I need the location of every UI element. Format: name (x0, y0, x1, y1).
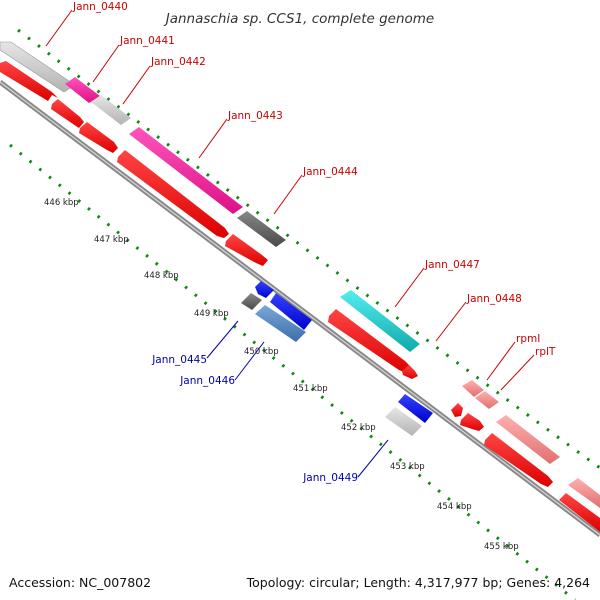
gene-label-jann-0441[interactable]: Jann_0441 (119, 35, 175, 47)
kbp-tick-449: 449 kbp (194, 309, 229, 319)
gene-block-jann-0443[interactable] (129, 127, 243, 214)
cds-arrow-3[interactable] (79, 122, 118, 153)
kbp-tick-447: 447 kbp (94, 235, 129, 245)
gene-block-rplt[interactable] (475, 391, 499, 409)
gene-label-jann-0449[interactable]: Jann_0449 (302, 472, 358, 484)
kbp-tick-452: 452 kbp (341, 423, 376, 433)
accession-text: Accession: NC_007802 (9, 575, 151, 590)
cds-arrow-6[interactable] (328, 309, 411, 373)
gene-block-jann-0449[interactable] (385, 407, 422, 436)
cds-arrow-4[interactable] (117, 150, 229, 238)
cds-arrow-5[interactable] (225, 234, 268, 266)
cds-arrow-1[interactable] (0, 61, 58, 101)
gene-block-cds-salmon-2[interactable] (568, 478, 600, 508)
outer-dotted-ruler (17, 28, 600, 470)
cds-arrow-9[interactable] (460, 413, 484, 431)
cds-arrow-11[interactable] (559, 493, 600, 532)
gene-block-jann-0444[interactable] (237, 211, 286, 247)
topology-text: Topology: circular; Length: 4,317,977 bp… (246, 575, 590, 590)
kbp-tick-448: 448 kbp (144, 271, 179, 281)
gene-block-jann-0445[interactable] (241, 293, 262, 310)
gene-label-rplt[interactable]: rplT (535, 346, 556, 358)
label-leader-rplt (500, 354, 535, 391)
reverse-arrow-1[interactable] (255, 281, 274, 298)
gene-label-jann-0444[interactable]: Jann_0444 (302, 166, 358, 178)
gene-label-rpmi[interactable]: rpmI (516, 333, 540, 345)
map-title: Jannaschia sp. CCS1, complete genome (163, 11, 435, 27)
reverse-arrow-3[interactable] (398, 394, 433, 423)
label-leader-jann-0446 (234, 341, 265, 381)
kbp-tick-451: 451 kbp (293, 384, 328, 394)
gene-block-jann-0441[interactable] (65, 77, 100, 103)
label-leader-rpmi (486, 341, 516, 381)
kbp-tick-453: 453 kbp (390, 462, 425, 472)
label-leader-jann-0444 (273, 174, 303, 215)
kbp-tick-455: 455 kbp (484, 542, 519, 552)
cds-arrow-7[interactable] (402, 365, 418, 379)
gene-label-jann-0447[interactable]: Jann_0447 (424, 259, 480, 271)
gene-block-jann-0446[interactable] (255, 305, 306, 342)
gene-block-jann-0447[interactable] (340, 290, 420, 352)
label-leader-jann-0447 (394, 267, 425, 308)
reverse-arrow-2[interactable] (270, 293, 312, 330)
gene-block-jann-0442[interactable] (91, 95, 131, 125)
gene-block-jann-0440[interactable] (0, 41, 76, 93)
label-leader-jann-0442 (122, 65, 151, 105)
gene-label-jann-0446[interactable]: Jann_0446 (179, 375, 235, 387)
gene-label-jann-0448[interactable]: Jann_0448 (466, 293, 522, 305)
kbp-tick-454: 454 kbp (437, 502, 472, 512)
label-leader-jann-0440 (45, 9, 73, 47)
label-leader-jann-0443 (198, 118, 228, 159)
gene-label-jann-0440[interactable]: Jann_0440 (72, 1, 128, 13)
label-leader-jann-0448 (435, 301, 467, 342)
kbp-tick-450: 450 kbp (244, 347, 279, 357)
gene-label-jann-0442[interactable]: Jann_0442 (150, 56, 206, 68)
cds-arrow-10[interactable] (484, 433, 553, 487)
gene-block-cds-salmon-1[interactable] (496, 415, 560, 464)
cds-arrow-2[interactable] (51, 99, 84, 128)
cds-arrow-8[interactable] (451, 403, 463, 417)
gene-label-jann-0445[interactable]: Jann_0445 (151, 354, 207, 366)
label-leader-jann-0449 (357, 439, 389, 478)
gene-label-jann-0443[interactable]: Jann_0443 (227, 110, 283, 122)
label-leader-jann-0445 (206, 320, 239, 359)
kbp-tick-446: 446 kbp (44, 198, 79, 208)
gene-block-rpmi[interactable] (462, 380, 484, 397)
inner-dotted-ruler (9, 143, 576, 600)
genome-backbone-highlight (0, 81, 600, 536)
label-leader-jann-0441 (92, 44, 120, 83)
